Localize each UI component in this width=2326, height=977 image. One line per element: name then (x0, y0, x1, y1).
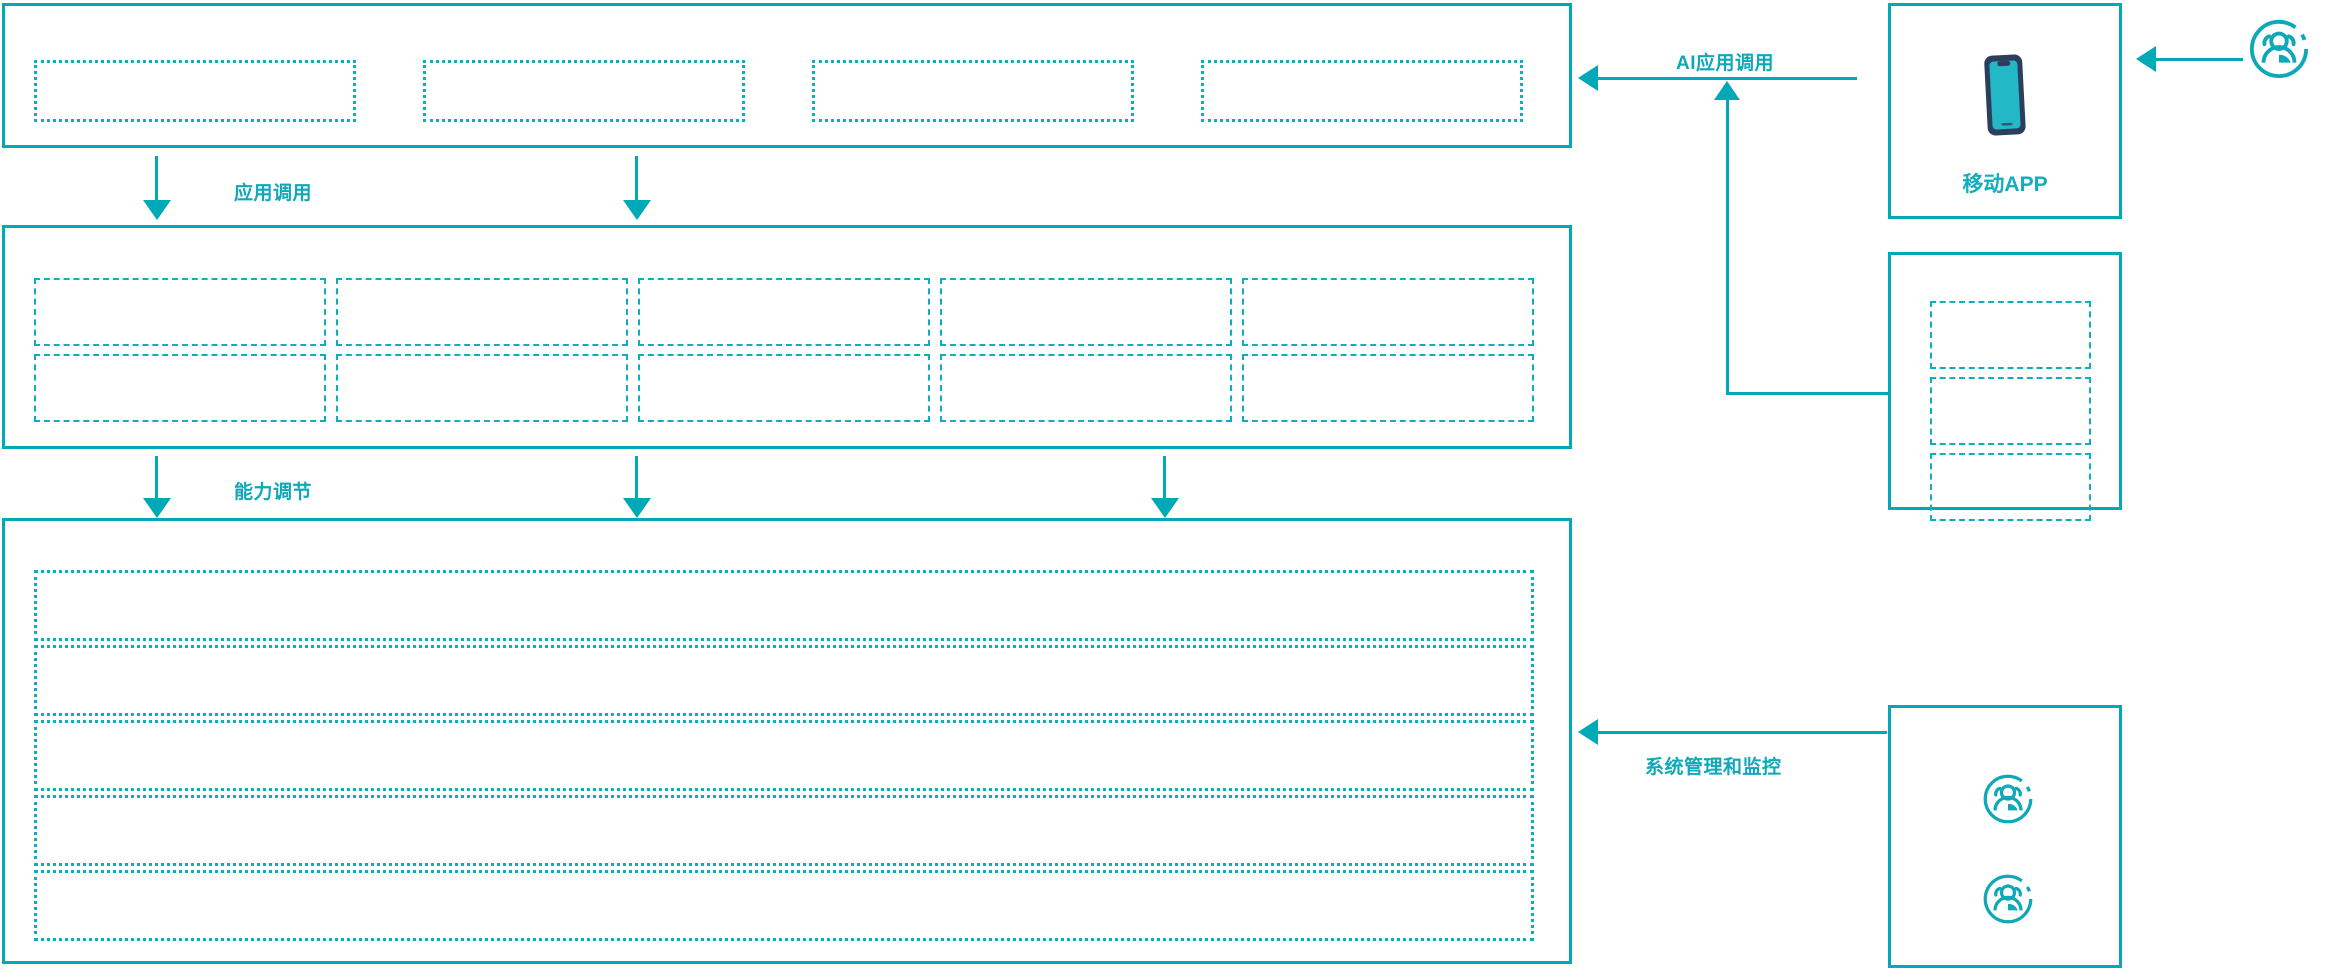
middle-right-box-2[interactable] (1930, 377, 2091, 445)
app-call-arrow-line-1 (155, 156, 158, 206)
capability-box-r1c1[interactable] (34, 278, 326, 346)
ai-app-call-label: AI应用调用 (1676, 53, 1775, 74)
capability-box-r1c4[interactable] (940, 278, 1232, 346)
middle-panel-feeder-arrow-head (1714, 81, 1740, 100)
capability-box-r2c4[interactable] (940, 354, 1232, 422)
capability-adjust-arrow-head-3 (1151, 498, 1179, 518)
infrastructure-row-1[interactable] (34, 570, 1534, 641)
infrastructure-row-2[interactable] (34, 645, 1534, 716)
capability-box-r2c3[interactable] (638, 354, 930, 422)
capability-adjust-arrow-line-2 (635, 456, 638, 506)
capability-box-r1c2[interactable] (336, 278, 628, 346)
system-management-label: 系统管理和监控 (1645, 757, 1782, 778)
capability-adjust-label: 能力调节 (234, 482, 313, 503)
capability-box-r2c1[interactable] (34, 354, 326, 422)
infrastructure-row-3[interactable] (34, 720, 1534, 791)
middle-right-panel (1888, 252, 2122, 510)
infrastructure-row-4[interactable] (34, 795, 1534, 866)
ai-app-call-line (1597, 77, 1857, 80)
ai-app-call-arrow-head (1578, 65, 1598, 91)
application-layer-panel (2, 3, 1572, 148)
external-user-to-mobile-line (2155, 58, 2243, 61)
smartphone-icon (1984, 54, 2026, 136)
middle-panel-feeder-vertical (1726, 98, 1729, 394)
capability-layer-panel (2, 225, 1572, 449)
app-call-arrow-head-2 (623, 200, 651, 220)
infrastructure-layer-panel (2, 518, 1572, 964)
middle-right-box-1[interactable] (1930, 301, 2091, 369)
capability-box-r2c5[interactable] (1242, 354, 1534, 422)
capability-box-r1c5[interactable] (1242, 278, 1534, 346)
application-box-3[interactable] (812, 60, 1134, 122)
middle-right-box-3[interactable] (1930, 453, 2091, 521)
capability-adjust-arrow-head-2 (623, 498, 651, 518)
system-management-arrow-head (1578, 719, 1598, 745)
user-group-icon-external (2249, 19, 2309, 79)
capability-adjust-arrow-line-1 (155, 456, 158, 506)
external-user-to-mobile-arrow-head (2136, 46, 2156, 72)
capability-adjust-arrow-head-1 (143, 498, 171, 518)
user-group-icon-1 (1983, 774, 2033, 824)
system-management-line (1597, 731, 1887, 734)
app-call-arrow-head-1 (143, 200, 171, 220)
infrastructure-row-5[interactable] (34, 870, 1534, 941)
application-box-4[interactable] (1201, 60, 1523, 122)
middle-panel-feeder-horizontal (1726, 392, 1891, 395)
app-call-label: 应用调用 (234, 183, 313, 204)
mobile-app-caption: 移动APP (1962, 173, 2048, 196)
application-box-1[interactable] (34, 60, 356, 122)
capability-adjust-arrow-line-3 (1163, 456, 1166, 506)
capability-box-r1c3[interactable] (638, 278, 930, 346)
user-group-icon-2 (1983, 874, 2033, 924)
capability-box-r2c2[interactable] (336, 354, 628, 422)
users-panel (1888, 705, 2122, 968)
app-call-arrow-line-2 (635, 156, 638, 206)
application-box-2[interactable] (423, 60, 745, 122)
